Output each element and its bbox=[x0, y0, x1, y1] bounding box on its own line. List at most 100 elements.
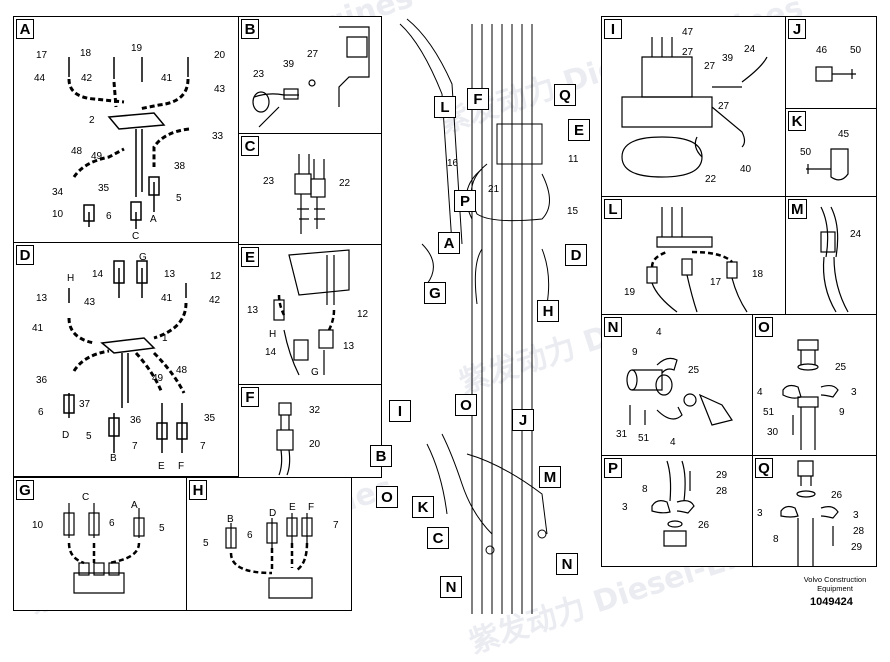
part-number: C bbox=[82, 492, 89, 503]
part-number: 3 bbox=[757, 508, 763, 519]
callout-j[interactable]: J bbox=[512, 409, 534, 431]
callout-l[interactable]: L bbox=[434, 96, 456, 118]
panel-label: D bbox=[16, 245, 34, 265]
part-number: A bbox=[150, 214, 157, 225]
part-number: 48 bbox=[176, 365, 188, 376]
panel-o: O 25 4 3 51 9 30 bbox=[752, 314, 877, 456]
part-number: 34 bbox=[52, 187, 64, 198]
callout-m[interactable]: M bbox=[539, 466, 561, 488]
callout-o-2[interactable]: O bbox=[376, 486, 398, 508]
part-number: 38 bbox=[174, 161, 186, 172]
panel-f-drawing: 32 20 bbox=[276, 402, 321, 476]
part-number: 19 bbox=[131, 43, 143, 54]
panel-label: B bbox=[241, 19, 259, 39]
part-number: 4 bbox=[670, 437, 676, 448]
part-number: D bbox=[269, 508, 276, 519]
panel-a-drawing: 17 18 19 20 44 42 41 43 2 33 48 49 38 34… bbox=[34, 43, 226, 242]
callout-p[interactable]: P bbox=[454, 190, 476, 212]
part-number: 13 bbox=[343, 341, 355, 352]
panel-label: F bbox=[241, 387, 259, 407]
part-number: 5 bbox=[176, 193, 182, 204]
callout-h[interactable]: H bbox=[537, 300, 559, 322]
part-number: 11 bbox=[568, 154, 579, 165]
brand-line-2: Equipment bbox=[817, 584, 853, 593]
part-number: 44 bbox=[34, 73, 46, 84]
part-number: 27 bbox=[307, 49, 319, 60]
part-number: 8 bbox=[642, 484, 648, 495]
part-number: 25 bbox=[688, 365, 700, 376]
callout-d[interactable]: D bbox=[565, 244, 587, 266]
callout-n-2[interactable]: N bbox=[556, 553, 578, 575]
part-number: 40 bbox=[740, 164, 752, 175]
part-number: 50 bbox=[850, 45, 862, 56]
callout-b[interactable]: B bbox=[370, 445, 392, 467]
part-number: 12 bbox=[357, 309, 369, 320]
panel-b: B 27 23 39 bbox=[238, 16, 382, 134]
part-number: 43 bbox=[84, 297, 96, 308]
panel-h: H B D E F 7 5 6 bbox=[186, 477, 352, 611]
panel-d: D 14 G 13 12 H 13 43 41 42 41 1 48 49 36… bbox=[13, 242, 239, 477]
callout-o[interactable]: O bbox=[455, 394, 477, 416]
part-number: 13 bbox=[36, 293, 48, 304]
part-number: 9 bbox=[632, 347, 638, 358]
panel-j-drawing: 46 50 bbox=[815, 45, 862, 82]
part-number: 49 bbox=[152, 373, 164, 384]
callout-g[interactable]: G bbox=[424, 282, 446, 304]
panel-q: Q 26 3 3 28 8 29 bbox=[752, 455, 877, 567]
panel-o-drawing: 25 4 3 51 9 30 bbox=[757, 339, 857, 450]
part-number: 25 bbox=[835, 362, 847, 373]
part-number: 23 bbox=[253, 69, 265, 80]
part-number: 18 bbox=[752, 269, 764, 280]
part-number: 39 bbox=[283, 59, 295, 70]
part-number: 3 bbox=[622, 502, 628, 513]
part-number: H bbox=[269, 329, 276, 340]
part-number: 50 bbox=[800, 147, 812, 158]
part-number: 20 bbox=[309, 439, 321, 450]
callout-a[interactable]: A bbox=[438, 232, 460, 254]
callout-q[interactable]: Q bbox=[554, 84, 576, 106]
part-number: 35 bbox=[204, 413, 216, 424]
part-number: 23 bbox=[263, 176, 275, 187]
part-number: 29 bbox=[851, 542, 863, 553]
main-assembly: 16 11 21 15 L F Q E P A D G H I O J B M … bbox=[370, 14, 600, 614]
part-number: 27 bbox=[704, 61, 716, 72]
part-number: 42 bbox=[209, 295, 221, 306]
part-number: 42 bbox=[81, 73, 93, 84]
part-number: 26 bbox=[698, 520, 710, 531]
panel-b-drawing: 27 23 39 bbox=[252, 26, 370, 128]
part-number: 6 bbox=[38, 407, 44, 418]
panel-label: E bbox=[241, 247, 259, 267]
part-number: 24 bbox=[744, 44, 756, 55]
callout-e[interactable]: E bbox=[568, 119, 590, 141]
part-number: 46 bbox=[816, 45, 828, 56]
part-number: 41 bbox=[32, 323, 44, 334]
callout-k[interactable]: K bbox=[412, 496, 434, 518]
panel-n-drawing: 4 9 25 31 51 4 bbox=[616, 327, 733, 448]
part-number: 29 bbox=[716, 470, 728, 481]
part-number: 1 bbox=[162, 333, 168, 344]
part-number: 3 bbox=[851, 387, 857, 398]
part-number: 5 bbox=[86, 431, 92, 442]
panel-i-drawing: 47 27 24 39 27 27 40 22 bbox=[621, 27, 768, 185]
part-number: 27 bbox=[682, 47, 694, 58]
part-number: 31 bbox=[616, 429, 628, 440]
callout-n[interactable]: N bbox=[440, 576, 462, 598]
part-number: 33 bbox=[212, 131, 224, 142]
part-number: B bbox=[110, 453, 117, 464]
panel-f: F 32 20 bbox=[238, 384, 382, 478]
callout-c[interactable]: C bbox=[427, 527, 449, 549]
part-number: F bbox=[178, 461, 184, 472]
part-number: G bbox=[311, 367, 319, 378]
part-number: 36 bbox=[130, 415, 142, 426]
panel-label: I bbox=[604, 19, 622, 39]
panel-label: Q bbox=[755, 458, 773, 478]
panel-l-drawing: 18 19 17 bbox=[624, 207, 764, 313]
part-number: 6 bbox=[106, 211, 112, 222]
part-number: 15 bbox=[567, 206, 579, 217]
callout-i[interactable]: I bbox=[389, 400, 411, 422]
panel-m-drawing: 24 bbox=[820, 206, 862, 313]
part-number: H bbox=[67, 273, 74, 284]
callout-f[interactable]: F bbox=[467, 88, 489, 110]
panel-d-drawing: 14 G 13 12 H 13 43 41 42 41 1 48 49 36 3… bbox=[32, 252, 222, 472]
part-number: 4 bbox=[757, 387, 763, 398]
